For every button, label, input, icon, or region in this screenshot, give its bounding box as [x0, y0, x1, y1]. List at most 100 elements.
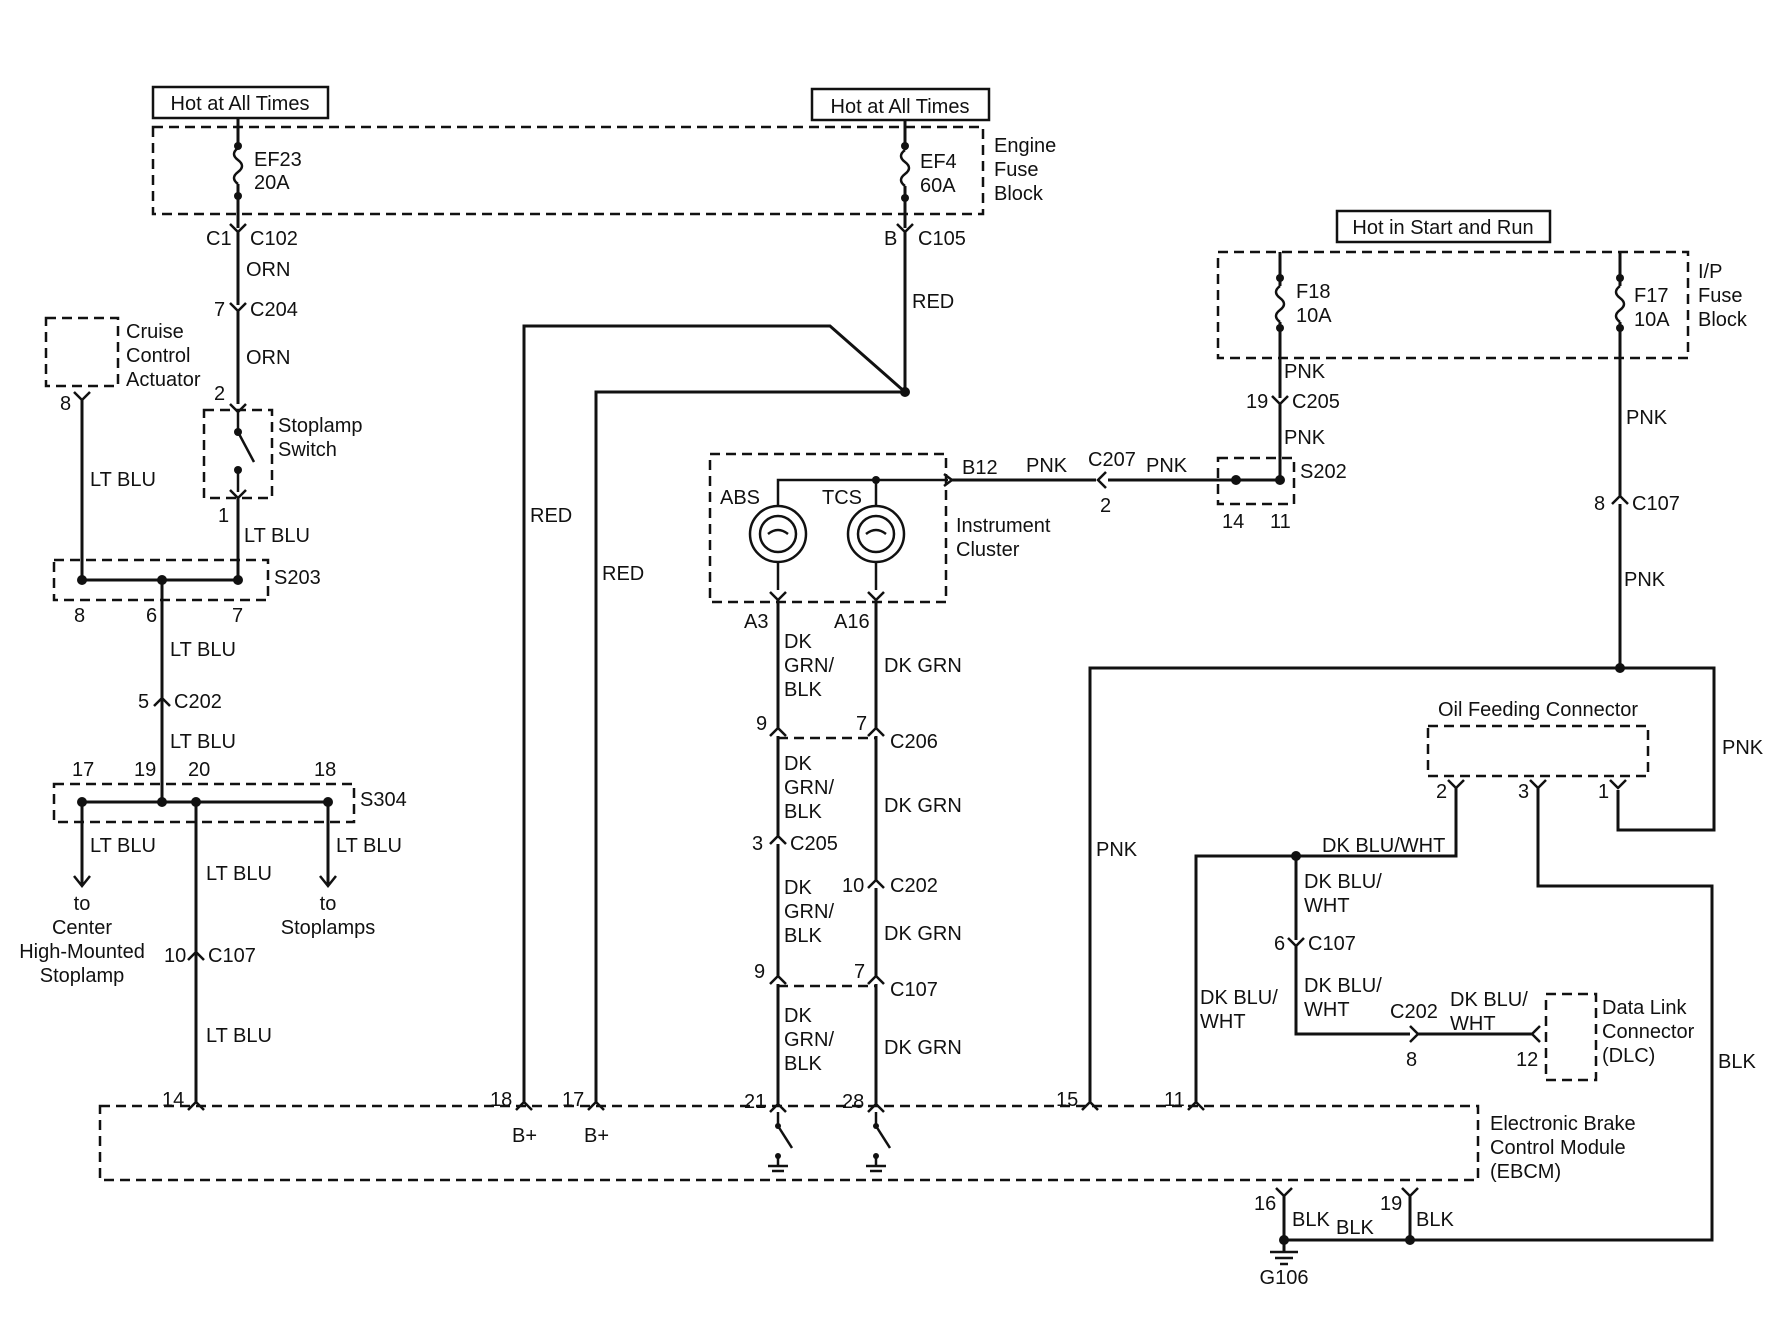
connector-c202-dlc-pin: 8: [1406, 1049, 1417, 1071]
oil-feeding-connector: Oil Feeding Connector 2 3 1: [1426, 699, 1650, 803]
ebcm-pin-21-label: 21: [744, 1091, 766, 1113]
wire-blk-label: BLK: [1336, 1217, 1374, 1239]
wire-pnk-label: PNK: [1146, 455, 1188, 477]
connector-c202-mid-pin: 10: [842, 875, 864, 897]
wire-dk-blu-wht-label: DK BLU/: [1304, 975, 1382, 997]
ebcm-label: Electronic Brake: [1490, 1113, 1636, 1135]
oil-feeding-connector-label: Oil Feeding Connector: [1438, 699, 1638, 721]
wire-dk-grn-blk-label: BLK: [784, 679, 822, 701]
wire-dk-grn-blk-label: GRN/: [784, 901, 834, 923]
ebcm-label: Control Module: [1490, 1137, 1626, 1159]
wire-dk-grn-blk-label: GRN/: [784, 777, 834, 799]
wire-lt-blu-label: LT BLU: [170, 731, 236, 753]
cruise-control-pin: 8: [60, 393, 71, 415]
ebcm-pin-11-label: 11: [1164, 1089, 1185, 1111]
ip-fuse-block-label: I/P: [1698, 261, 1722, 283]
wire-lt-blu-label: LT BLU: [206, 1025, 272, 1047]
stoplamp-switch-label: Switch: [278, 439, 337, 461]
wire-dk-blu-wht-label: WHT: [1450, 1013, 1496, 1035]
wire-dk-grn-blk-label: BLK: [784, 1053, 822, 1075]
wire-pnk-ebcm-15: [1088, 666, 1620, 1102]
instrument-cluster-label: Cluster: [956, 539, 1020, 561]
splice-s203: S203 8 6 7: [52, 558, 321, 627]
connector-c202-left-pin: 5: [138, 691, 149, 713]
connector-c105-label: C105: [918, 228, 966, 250]
splice-s202: S202 14 11: [1216, 456, 1347, 533]
wire-lt-blu-label: LT BLU: [206, 863, 272, 885]
wire-lt-blu-label: LT BLU: [244, 525, 310, 547]
wire-pnk-oil: [1616, 666, 1716, 832]
connector-a16-label: A16: [834, 611, 870, 633]
connector-c202-dlc: [1409, 1025, 1420, 1043]
connector-c202-mid-label: C202: [890, 875, 938, 897]
wire-dk-blu-wht-label: WHT: [1304, 895, 1350, 917]
connector-c204-label: C204: [250, 299, 298, 321]
ebcm-pin-15: [1081, 1100, 1099, 1111]
connector-c206-pin: 7: [856, 713, 867, 735]
fuse-ef23-label: EF23: [254, 149, 302, 171]
hot-in-start-and-run-label: Hot in Start and Run: [1335, 209, 1552, 244]
stoplamp-switch-pin: 1: [218, 505, 229, 527]
connector-c107-right: [1611, 494, 1629, 505]
ebcm-pin-14: [187, 1100, 205, 1111]
fuse-ef23-rating: 20A: [254, 172, 290, 194]
splice-s203-pin: 7: [232, 605, 243, 627]
splice-s203-pin: 8: [74, 605, 85, 627]
connector-a3-label: A3: [744, 611, 768, 633]
splice-s202-pin: 14: [1222, 511, 1244, 533]
fuse-f17-label: F17: [1634, 285, 1668, 307]
fuse-f18-rating: 10A: [1296, 305, 1332, 327]
splice-s202-label: S202: [1300, 461, 1347, 483]
connector-c207: [1096, 471, 1107, 489]
connector-c207-label: C207: [1088, 449, 1136, 471]
connector-c102-pin: C1: [206, 228, 232, 250]
connector-c207-pin: 2: [1100, 495, 1111, 517]
wire-dk-blu-wht-label: DK BLU/WHT: [1322, 835, 1445, 857]
connector-c107-mid: 9 7 C107: [754, 961, 938, 1001]
wire-red-label: RED: [530, 505, 572, 527]
splice-s304-pin: 20: [188, 759, 210, 781]
ebcm-pin-15-label: 15: [1056, 1089, 1078, 1111]
connector-c205-mid-pin: 3: [752, 833, 763, 855]
splice-s203-label: S203: [274, 567, 321, 589]
wire-dk-blu-wht-label: DK BLU/: [1200, 987, 1278, 1009]
destination-hmsl-label: Stoplamp: [40, 965, 125, 987]
wire-pnk-label: PNK: [1626, 407, 1668, 429]
wire-dk-blu-wht-label: DK BLU/: [1450, 989, 1528, 1011]
dlc-pin-connector: [1530, 1025, 1541, 1043]
connector-c107-right-pin: 8: [1594, 493, 1605, 515]
wire-dk-blu-wht-label: WHT: [1200, 1011, 1246, 1033]
connector-a3: [769, 591, 787, 602]
connector-c202-dlc-label: C202: [1390, 1001, 1438, 1023]
wire-dk-grn-blk-label: DK: [784, 1005, 812, 1027]
wire-dk-grn-label: DK GRN: [884, 1037, 962, 1059]
connector-b12-label: B12: [962, 457, 998, 479]
connector-c107-dlc-pin: 6: [1274, 933, 1285, 955]
instrument-cluster-label: Instrument: [956, 515, 1051, 537]
wire-pnk-label: PNK: [1026, 455, 1068, 477]
connector-c205-mid: [769, 834, 787, 845]
b-plus-label: B+: [512, 1125, 537, 1147]
connector-c202-left: [153, 696, 171, 707]
destination-stoplamps-label: to: [320, 893, 337, 915]
arrow-stoplamps: [319, 875, 337, 889]
destination-stoplamps-label: Stoplamps: [281, 917, 376, 939]
wire-blk-label: BLK: [1416, 1209, 1454, 1231]
splice-s304-label: S304: [360, 789, 407, 811]
tcs-indicator-icon: [846, 502, 906, 590]
ebcm-pin-17-label: 17: [562, 1089, 584, 1111]
wire-dk-blu-wht-label: DK BLU/: [1304, 871, 1382, 893]
engine-fuse-block-label: Block: [994, 183, 1044, 205]
connector-c206: 9 7 C206: [756, 713, 938, 753]
ground-g106-label: G106: [1260, 1267, 1309, 1289]
connector-c205-top-pin: 19: [1246, 391, 1268, 413]
arrow-hmsl: [73, 875, 91, 889]
fuse-ef4: EF4 60A: [899, 120, 957, 228]
wire-dk-blu-wht-ebcm: [1194, 788, 1458, 1102]
splice-s304: 17 19 20 18 S304: [52, 759, 407, 824]
wire-red-label: RED: [602, 563, 644, 585]
wire-orn-label: ORN: [246, 347, 290, 369]
wire-red-label: RED: [912, 291, 954, 313]
instrument-cluster: ABS TCS Instrument Cluster B12: [708, 452, 1051, 604]
